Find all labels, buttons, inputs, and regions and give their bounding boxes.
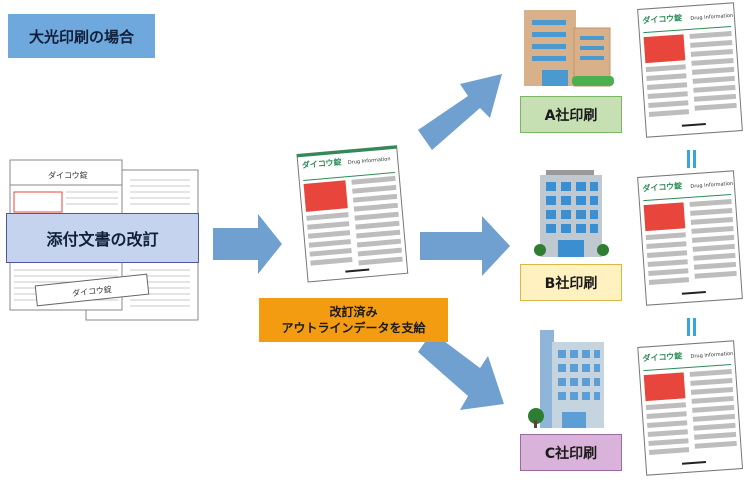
company-b-box: B社印刷 [520,264,622,301]
source-doc-brand: ダイコウ錠 [48,170,88,180]
company-a-box: A社印刷 [520,96,622,133]
sticker-label: ダイコウ錠 [72,284,113,298]
center-doc-subtitle: Drug Information [348,156,391,166]
center-document: ダイコウ錠 Drug Information [296,145,409,283]
building-c-icon [528,330,604,428]
supply-line-1: 改訂済み [329,304,378,319]
output-document-a: ダイコウ錠 Drug Information [637,2,743,138]
output-document-b: ダイコウ錠 Drug Information [637,170,743,306]
page-title: 大光印刷の場合 [8,14,155,58]
output-a-brand: ダイコウ錠 [642,12,683,25]
output-c-subtitle: Drug Information [690,351,733,360]
arrow-to-company-c [418,332,504,410]
supply-line-2: アウトラインデータを支給 [281,321,426,335]
revise-label: 添付文書の改訂 [6,213,199,263]
arrow-to-center [213,214,282,274]
equal-sign-icon [686,150,698,168]
building-a-icon [524,10,614,87]
building-b-icon [534,170,609,257]
arrow-to-company-a [418,74,502,150]
revision-sticker: ダイコウ錠 [34,273,150,307]
center-doc-brand: ダイコウ錠 [301,156,342,170]
output-a-subtitle: Drug Information [690,13,733,22]
output-document-c: ダイコウ錠 Drug Information [637,340,744,476]
supply-box: 改訂済み アウトラインデータを支給 [259,298,448,342]
arrow-to-company-b [420,216,510,276]
output-b-subtitle: Drug Information [690,181,733,190]
equal-sign-icon [686,318,698,336]
company-c-box: C社印刷 [520,434,622,471]
output-b-brand: ダイコウ錠 [642,180,683,193]
output-c-brand: ダイコウ錠 [642,350,683,363]
